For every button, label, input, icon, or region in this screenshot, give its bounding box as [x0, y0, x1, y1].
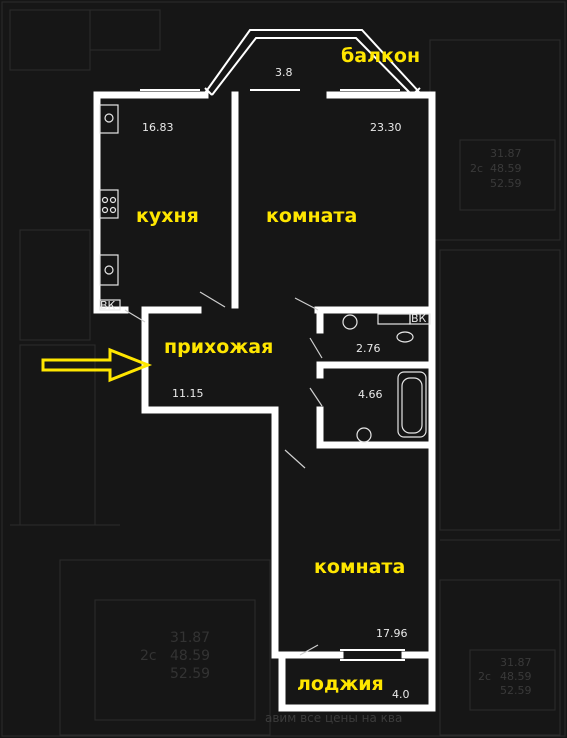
kitchen-appliances: ВК — [99, 104, 121, 312]
background-unit-type: 2с — [470, 162, 483, 175]
background-area-text: 31.87 — [170, 630, 210, 646]
room1-label: комната — [266, 205, 357, 227]
hallway-area: 11.15 — [172, 387, 204, 400]
background-area-text: 48.59 — [500, 670, 532, 683]
kitchen-area: 16.83 — [142, 121, 174, 134]
room2-label: комната — [314, 556, 405, 578]
balcony-label: балкон — [341, 45, 420, 67]
background-unit-areas-a: 31.87 48.59 52.59 2с — [470, 147, 522, 190]
ventilation-tag: ВК — [411, 312, 427, 325]
background-area-text: 48.59 — [170, 648, 210, 664]
background-unit-type: 2с — [478, 670, 491, 683]
ventilation-tag: ВК — [100, 299, 116, 312]
watermark-text: авим все цены на ква — [265, 711, 402, 725]
arrow-right-icon — [41, 347, 153, 383]
room-areas: 3.8 16.83 23.30 2.76 4.66 11.15 17.96 4.… — [142, 66, 410, 701]
background-area-text: 48.59 — [490, 162, 522, 175]
apartment-walls — [93, 29, 436, 712]
bathroom-area: 4.66 — [358, 388, 383, 401]
room-labels: балкон кухня комната прихожая комната ло… — [136, 45, 420, 695]
background-area-text: 52.59 — [490, 177, 522, 190]
bathroom-fixtures: ВК — [342, 312, 431, 443]
background-unit-type: 2с — [140, 648, 157, 664]
background-unit-areas-c: 31.87 48.59 52.59 2с — [478, 656, 532, 697]
background-area-text: 31.87 — [490, 147, 522, 160]
doors — [124, 291, 323, 656]
room2-area: 17.96 — [376, 627, 408, 640]
loggia-label: лоджия — [297, 673, 384, 695]
kitchen-label: кухня — [136, 205, 199, 227]
background-unit-areas-b: 31.87 48.59 52.59 2с — [140, 630, 210, 682]
background-area-text: 52.59 — [500, 684, 532, 697]
background-area-text: 31.87 — [500, 656, 532, 669]
loggia-area: 4.0 — [392, 688, 410, 701]
balcony-area: 3.8 — [275, 66, 293, 79]
background-area-text: 52.59 — [170, 666, 210, 682]
hallway-label: прихожая — [164, 336, 273, 358]
wc-area: 2.76 — [356, 342, 381, 355]
room1-area: 23.30 — [370, 121, 402, 134]
